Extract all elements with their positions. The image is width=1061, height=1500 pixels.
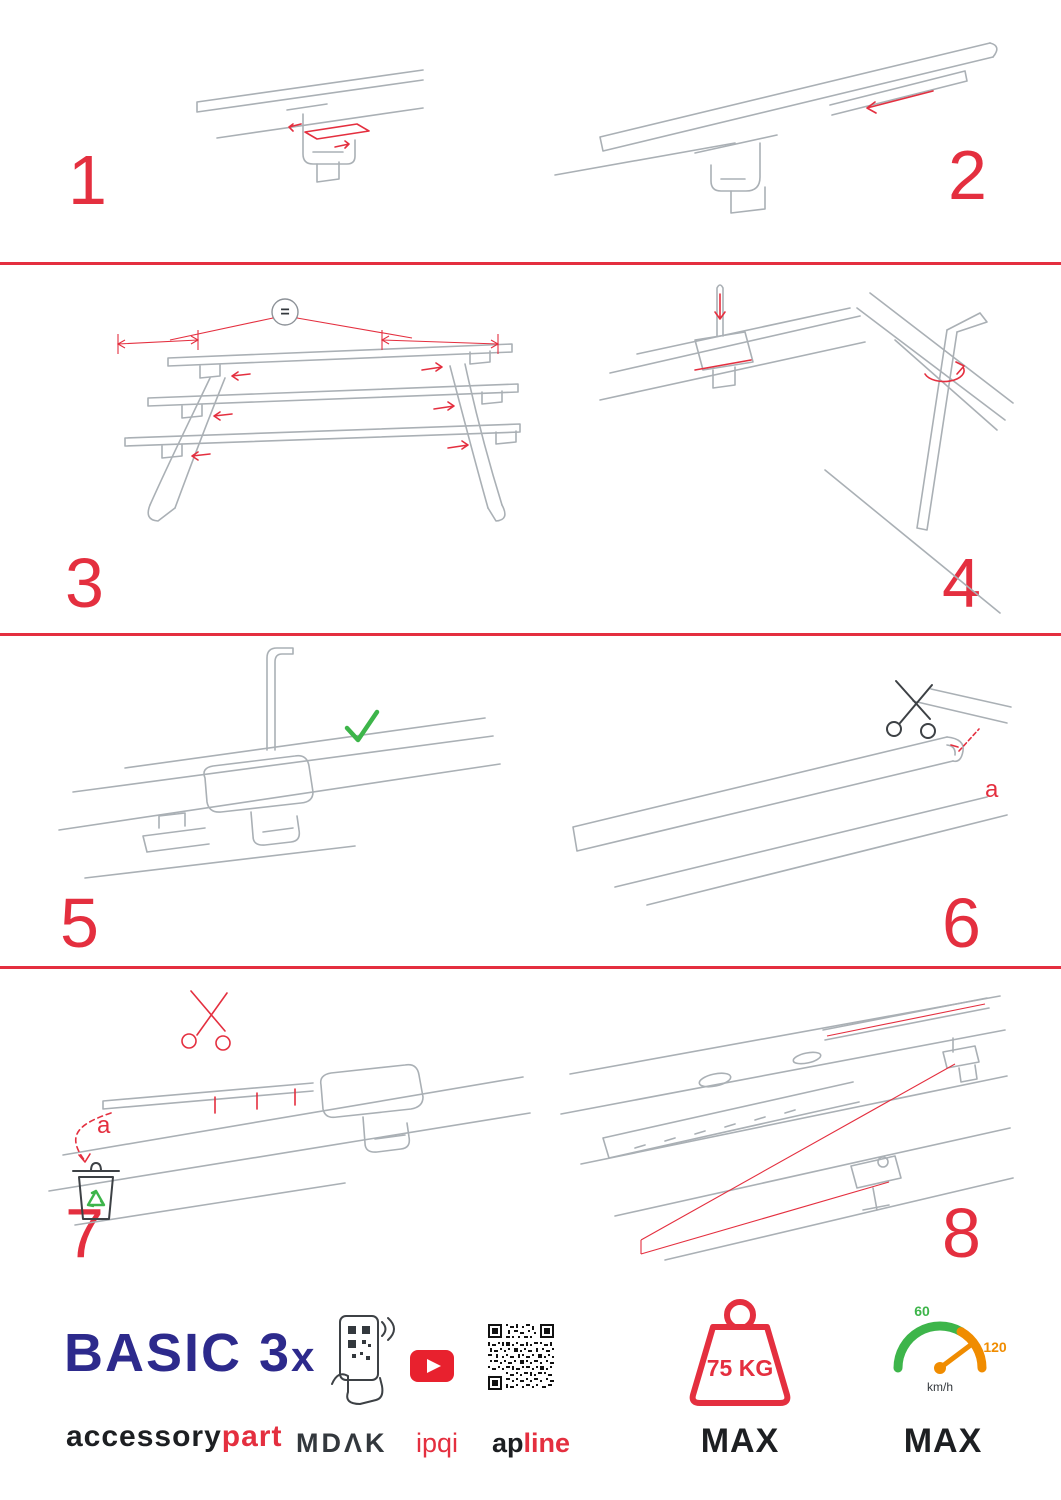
step-4-illustration [599,284,1014,614]
step-6-illustration: a [572,680,1012,906]
step-5-number: 5 [60,884,99,962]
row-divider-2 [0,633,1061,636]
weight-max-label: MAX [700,1422,780,1460]
cut-marks [75,1088,296,1163]
product-name: BASIC 3 [64,1323,292,1383]
step-2-illustration [554,42,998,214]
partner-mdak: MDΛK [296,1428,388,1458]
crossbar-strip-insert-drawing [554,42,998,214]
equal-spacing-badge [271,298,299,326]
qr-code [488,1324,554,1390]
step-1-illustration [196,69,424,183]
strip-discard-drawing [48,1063,531,1226]
speed-max-label: MAX [903,1422,983,1460]
end-cap-plate-highlight [288,123,370,149]
partner-ipqi: ipqi [416,1428,459,1458]
weight-value: 75 KG [707,1355,773,1381]
row-divider-3 [0,966,1061,969]
partner-apline-primary: ap [492,1428,524,1458]
rod-check-drawing [58,647,501,879]
partner-apline: apline [492,1428,570,1459]
step-7-number: 7 [65,1194,104,1272]
scissors-icon [886,680,936,739]
alignment-leader-lines [640,1003,986,1255]
crossbar-underside-drawing [196,69,424,183]
equal-sign-label: = [280,304,289,321]
step-5-illustration [58,647,501,879]
youtube-icon [410,1350,454,1382]
speedometer-icon: 60 120 km/h [893,1303,1007,1394]
checkmark-icon [344,709,380,743]
max-weight-icon: 75 KG [689,1299,791,1406]
step-7-illustration: a [48,990,531,1226]
adjust-direction-arrows [191,362,469,461]
speed-low-label: 60 [914,1303,930,1319]
cut-line [950,728,980,752]
product-logo: BASIC 3x [64,1322,316,1384]
speed-unit-label: km/h [927,1380,953,1394]
step-8-number: 8 [942,1194,981,1272]
final-mount-drawing [560,995,1014,1261]
bar-end-cut-drawing [572,688,1012,906]
slide-direction-arrow [866,90,934,114]
brand-name-primary: accessory [66,1420,222,1453]
equal-spacing-leaders [116,317,500,354]
step-3-illustration: = [116,298,521,522]
step-1-number: 1 [68,141,107,219]
insert-and-turn-arrows [694,293,965,383]
three-crossbars-drawing [124,343,521,522]
product-qty-suffix: x [291,1333,317,1380]
phone-qr-pattern [348,1326,371,1360]
step-6-number: 6 [942,884,981,962]
brand-name-secondary: part [221,1420,283,1453]
speed-high-label: 120 [983,1339,1007,1355]
row-divider-1 [0,262,1061,265]
scissors-icon [181,990,231,1051]
step-4-number: 4 [942,544,981,622]
cut-piece-label: a [985,776,999,803]
step-8-illustration [560,995,1014,1261]
pin-and-tool-drawing [599,284,1014,614]
step-3-number: 3 [65,544,104,622]
partner-apline-secondary: line [523,1428,571,1458]
trash-recycle-icon [72,1162,120,1220]
cut-piece-label: a [97,1112,111,1139]
brand-name: accessorypart [66,1420,282,1454]
step-2-number: 2 [948,136,987,214]
phone-scan-icon [331,1315,395,1405]
